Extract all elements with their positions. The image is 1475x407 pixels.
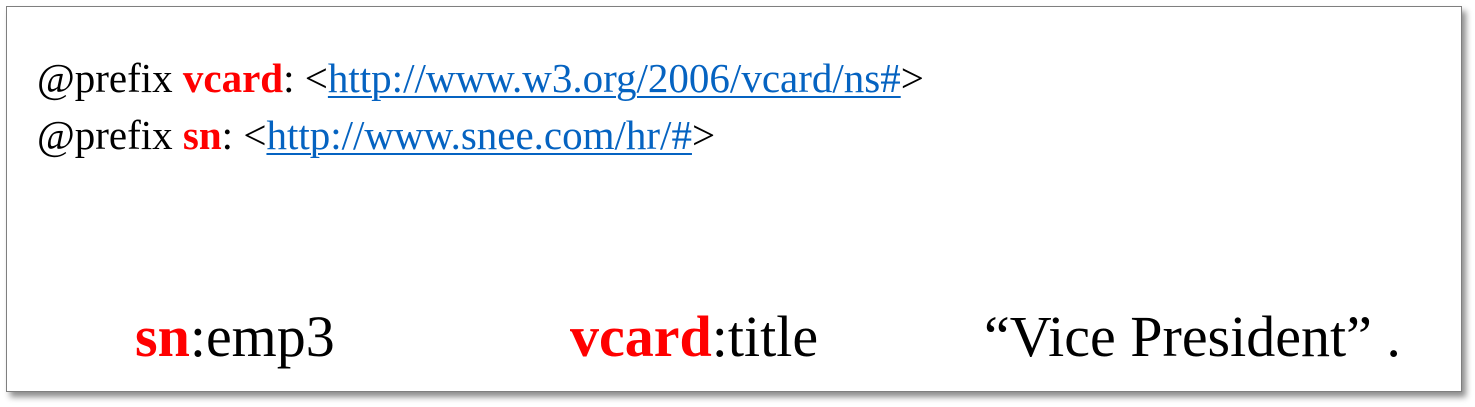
triple-object: “Vice President” . <box>984 304 1401 370</box>
prefix-keyword: @prefix <box>37 55 173 101</box>
uri-open-bracket: < <box>243 112 267 158</box>
prefix-colon: : <box>283 55 295 101</box>
predicate-prefix: vcard <box>570 304 712 369</box>
prefix-keyword: @prefix <box>37 112 173 158</box>
prefix-colon: : <box>221 112 234 158</box>
predicate-local-name: :title <box>711 304 819 369</box>
sn-namespace-link[interactable]: http://www.snee.com/hr/# <box>266 112 692 158</box>
prefix-name-vcard: vcard <box>182 55 284 101</box>
triple-predicate: vcard:title <box>570 304 818 370</box>
turtle-snippet-box: @prefix vcard: <http://www.w3.org/2006/v… <box>6 6 1462 392</box>
prefix-name-sn: sn <box>182 112 222 158</box>
subject-local-name: :emp3 <box>189 304 335 369</box>
vcard-namespace-link[interactable]: http://www.w3.org/2006/vcard/ns# <box>327 55 901 101</box>
uri-close-bracket: > <box>900 55 924 101</box>
prefix-declaration-vcard: @prefix vcard: <http://www.w3.org/2006/v… <box>37 54 924 102</box>
subject-prefix: sn <box>135 304 190 369</box>
uri-open-bracket: < <box>304 55 328 101</box>
triple-subject: sn:emp3 <box>135 304 335 370</box>
object-literal: “Vice President” . <box>984 304 1401 369</box>
uri-close-bracket: > <box>691 112 716 158</box>
prefix-declaration-sn: @prefix sn: <http://www.snee.com/hr/#> <box>37 111 715 159</box>
